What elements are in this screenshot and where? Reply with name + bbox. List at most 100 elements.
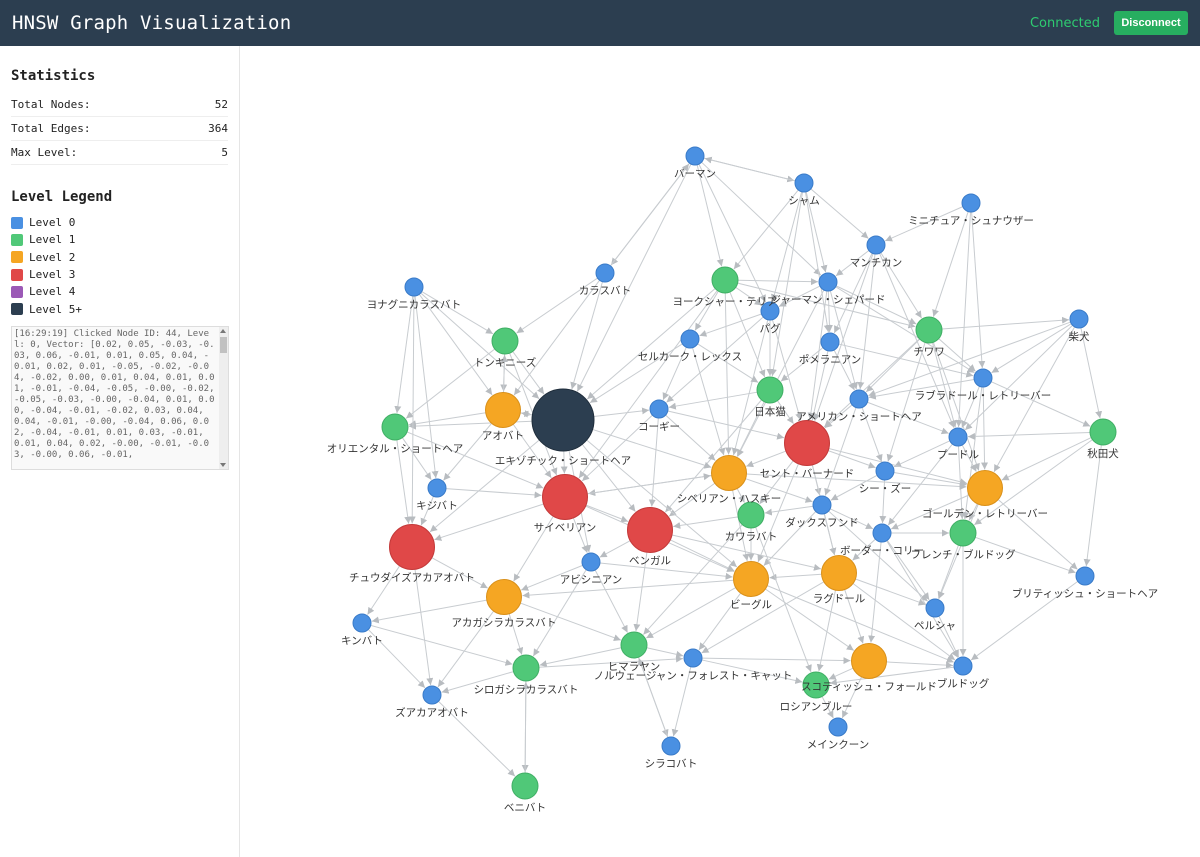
graph-edge	[589, 343, 683, 404]
graph-edge	[735, 286, 763, 306]
graph-edge	[975, 536, 1076, 574]
graph-node-label: チワワ	[913, 346, 945, 358]
legend-label: Level 5+	[29, 302, 82, 316]
graph-edge	[938, 338, 976, 372]
graph-node-label: ノルウェージャン・フォレスト・キャット	[594, 670, 793, 682]
graph-node-label: ラグドール	[813, 592, 866, 605]
graph-node[interactable]	[820, 332, 840, 352]
graph-edge	[443, 423, 493, 481]
graph-node[interactable]	[784, 420, 830, 466]
graph-node[interactable]	[821, 555, 857, 591]
graph-edge	[828, 667, 854, 680]
graph-node[interactable]	[491, 327, 519, 355]
legend-swatch	[11, 303, 23, 316]
graph-node-label: オリエンタル・ショートヘア	[327, 443, 464, 455]
graph-node[interactable]	[595, 263, 615, 283]
graph-edge	[937, 545, 959, 599]
graph-canvas[interactable]: バーマンシャムミニチュア・シュナウザーマンチカンカラスバトヨークシャー・テリアジ…	[241, 46, 1200, 857]
graph-node[interactable]	[949, 519, 977, 547]
event-log[interactable]: [16:29:19] Clicked Node ID: 44, Level: 0…	[11, 325, 229, 470]
graph-node[interactable]	[973, 368, 993, 388]
graph-node[interactable]	[620, 631, 648, 659]
graph-node-label: シロガシラカラスバト	[473, 684, 578, 696]
scroll-thumb[interactable]	[220, 336, 227, 353]
app-title: HNSW Graph Visualization	[12, 12, 292, 34]
graph-edge	[414, 569, 434, 686]
graph-node[interactable]	[733, 561, 769, 597]
graph-edge	[522, 579, 734, 599]
graph-edge	[841, 676, 863, 719]
graph-edge	[821, 696, 834, 719]
graph-edge	[701, 657, 851, 665]
graph-node-label: バーマン	[674, 168, 716, 180]
graph-node[interactable]	[812, 495, 832, 515]
graph-edge	[513, 279, 601, 396]
graph-node[interactable]	[486, 579, 522, 615]
statistics-title: Statistics	[11, 68, 96, 84]
graph-node[interactable]	[711, 266, 739, 294]
graph-node[interactable]	[915, 316, 943, 344]
graph-svg[interactable]: バーマンシャムミニチュア・シュナウザーマンチカンカラスバトヨークシャー・テリアジ…	[241, 46, 1200, 857]
graph-node[interactable]	[649, 399, 669, 419]
graph-edge	[968, 503, 978, 521]
graph-node-label: ヨークシャー・テリア	[673, 296, 778, 308]
graph-node[interactable]	[1089, 418, 1117, 446]
graph-edge	[828, 510, 928, 602]
graph-edge	[777, 400, 794, 425]
graph-node[interactable]	[872, 523, 892, 543]
graph-node[interactable]	[967, 470, 1003, 506]
graph-edge	[868, 379, 975, 400]
graph-node[interactable]	[756, 376, 784, 404]
graph-edge	[879, 479, 887, 524]
scroll-down-icon[interactable]	[220, 462, 226, 467]
graph-edge	[938, 503, 979, 599]
graph-node[interactable]	[685, 146, 705, 166]
graph-node[interactable]	[404, 277, 424, 297]
graph-node[interactable]	[1075, 566, 1095, 586]
graph-edge	[932, 342, 980, 471]
graph-node[interactable]	[866, 235, 886, 255]
graph-edge	[757, 463, 799, 563]
graph-node[interactable]	[683, 648, 703, 668]
graph-node[interactable]	[760, 301, 780, 321]
graph-node[interactable]	[511, 772, 539, 800]
event-log-scrollbar[interactable]	[219, 326, 228, 469]
graph-node[interactable]	[851, 643, 887, 679]
graph-node[interactable]	[661, 736, 681, 756]
graph-node[interactable]	[542, 474, 588, 520]
graph-node[interactable]	[381, 413, 409, 441]
graph-node[interactable]	[512, 654, 540, 682]
graph-node[interactable]	[953, 656, 973, 676]
scroll-up-icon[interactable]	[220, 328, 226, 333]
graph-node[interactable]	[925, 598, 945, 618]
graph-node[interactable]	[485, 392, 521, 428]
graph-node[interactable]	[627, 507, 673, 553]
graph-node[interactable]	[794, 173, 814, 193]
graph-edge	[724, 292, 732, 455]
graph-node[interactable]	[818, 272, 838, 292]
graph-edge	[694, 290, 719, 331]
graph-node[interactable]	[581, 552, 601, 572]
graph-node[interactable]	[531, 388, 595, 452]
graph-node[interactable]	[427, 478, 447, 498]
graph-node[interactable]	[389, 524, 435, 570]
graph-node[interactable]	[828, 717, 848, 737]
disconnect-button[interactable]: Disconnect	[1114, 11, 1188, 35]
graph-node[interactable]	[422, 685, 442, 705]
graph-node[interactable]	[352, 613, 372, 633]
graph-edge	[961, 444, 977, 472]
event-log-text: [16:29:19] Clicked Node ID: 44, Level: 0…	[14, 328, 215, 460]
graph-node[interactable]	[680, 329, 700, 349]
graph-node[interactable]	[948, 427, 968, 447]
graph-node[interactable]	[961, 193, 981, 213]
graph-edge	[513, 515, 554, 582]
graph-node[interactable]	[802, 671, 830, 699]
graph-node[interactable]	[711, 455, 747, 491]
graph-node[interactable]	[1069, 309, 1089, 329]
graph-edge	[962, 386, 983, 520]
graph-node[interactable]	[737, 501, 765, 529]
graph-node[interactable]	[875, 461, 895, 481]
graph-node[interactable]	[849, 389, 869, 409]
graph-edge	[576, 163, 692, 392]
legend-swatch	[11, 268, 23, 281]
